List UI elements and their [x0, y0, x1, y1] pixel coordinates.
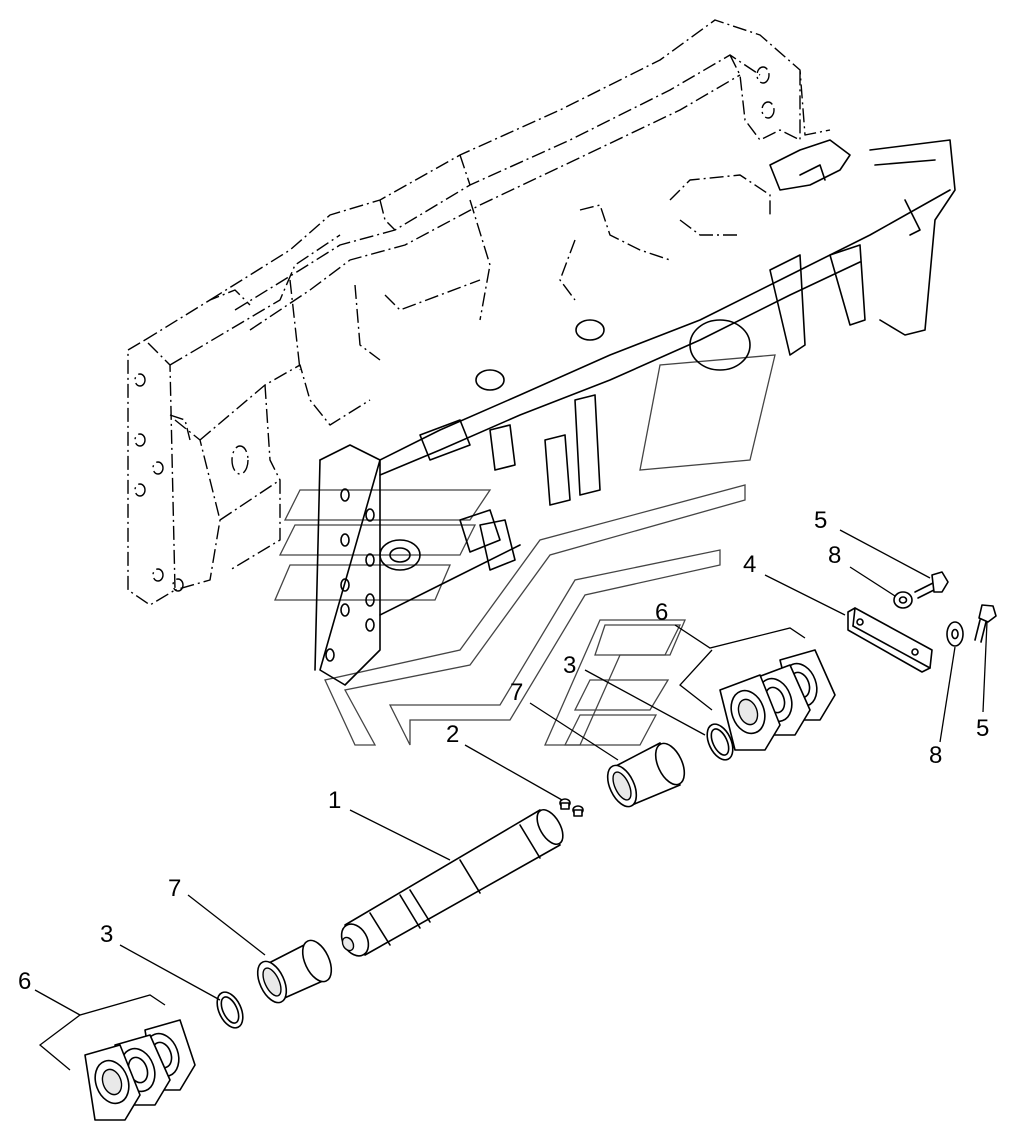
callout-5-lower: 5	[976, 715, 989, 742]
washer-upper	[893, 591, 913, 609]
bushing-upper	[606, 742, 686, 808]
bushing-lower	[256, 939, 333, 1004]
thrust-washer-upper	[719, 649, 836, 751]
callout-3-lower: 3	[100, 921, 113, 948]
seal-ring-upper	[706, 723, 734, 761]
bolt-lower	[974, 604, 997, 643]
callout-1: 1	[328, 787, 341, 814]
callout-numbers: 1 2 3 3 4 5 5 6 6 7 7 8 8	[18, 507, 989, 995]
thrust-washer-lower	[84, 1019, 196, 1121]
callout-6-lower: 6	[18, 968, 31, 995]
grease-fittings	[559, 798, 584, 817]
callout-2: 2	[446, 721, 459, 748]
seal-ring-lower	[216, 991, 244, 1029]
axle-beam	[314, 139, 956, 686]
leader-lines	[34, 529, 988, 1071]
callout-5-upper: 5	[814, 507, 827, 534]
pivot-pin	[340, 809, 564, 957]
callout-7-upper: 7	[510, 679, 523, 706]
callout-8-lower: 8	[929, 742, 942, 769]
callout-7-lower: 7	[168, 875, 181, 902]
retaining-plate	[847, 607, 933, 673]
bolt-upper	[914, 571, 949, 599]
callout-4: 4	[743, 551, 756, 578]
callout-3-upper: 3	[563, 652, 576, 679]
callout-8-upper: 8	[828, 542, 841, 569]
chassis-frame	[127, 19, 831, 606]
callout-6-upper: 6	[655, 599, 668, 626]
washer-lower	[946, 621, 964, 647]
